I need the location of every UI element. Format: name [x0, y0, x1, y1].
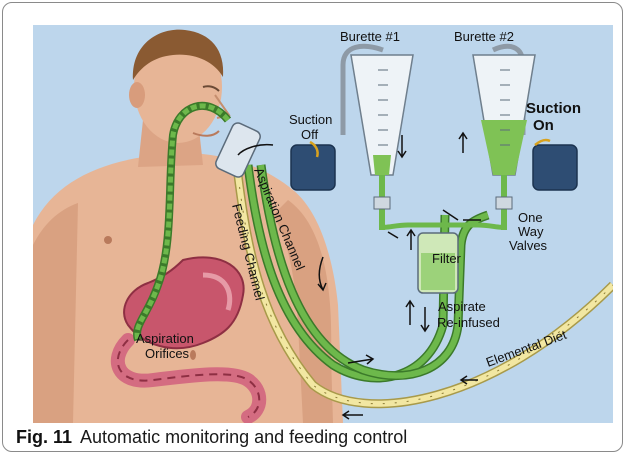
valve-right [496, 197, 512, 209]
patient-nipple-left [104, 236, 112, 244]
caption-text: Automatic monitoring and feeding control [80, 427, 407, 447]
patient-navel [190, 350, 196, 360]
label-suction-on-line2: On [533, 117, 554, 134]
label-aspirate-line2: Re-infused [437, 315, 500, 330]
label-one-way-line3: Valves [509, 238, 548, 253]
label-burette-2: Burette #2 [454, 29, 514, 44]
label-aspiration-orifices-line1: Aspiration [136, 331, 194, 346]
feeding-control-diagram: Burette #1 Burette #2 Suction Off Suctio… [33, 25, 613, 423]
suction-canister-1 [291, 145, 335, 190]
figure-caption: Fig. 11 Automatic monitoring and feeding … [16, 427, 407, 448]
label-suction-off-line1: Suction [289, 112, 332, 127]
label-one-way-line2: Way [518, 224, 544, 239]
label-aspiration-orifices-line2: Orifices [145, 346, 190, 361]
burette1-fluid [373, 155, 391, 175]
label-filter: Filter [432, 251, 462, 266]
suction-canister-2 [533, 145, 577, 190]
label-aspirate-line1: Aspirate [438, 299, 486, 314]
patient-left-arm [33, 203, 78, 423]
valve-left [374, 197, 390, 209]
label-one-way-line1: One [518, 210, 543, 225]
label-burette-1: Burette #1 [340, 29, 400, 44]
figure-number: Fig. 11 [16, 427, 72, 447]
patient-ear [129, 82, 145, 108]
label-suction-off-line2: Off [301, 127, 318, 142]
label-suction-on-line1: Suction [526, 100, 581, 117]
